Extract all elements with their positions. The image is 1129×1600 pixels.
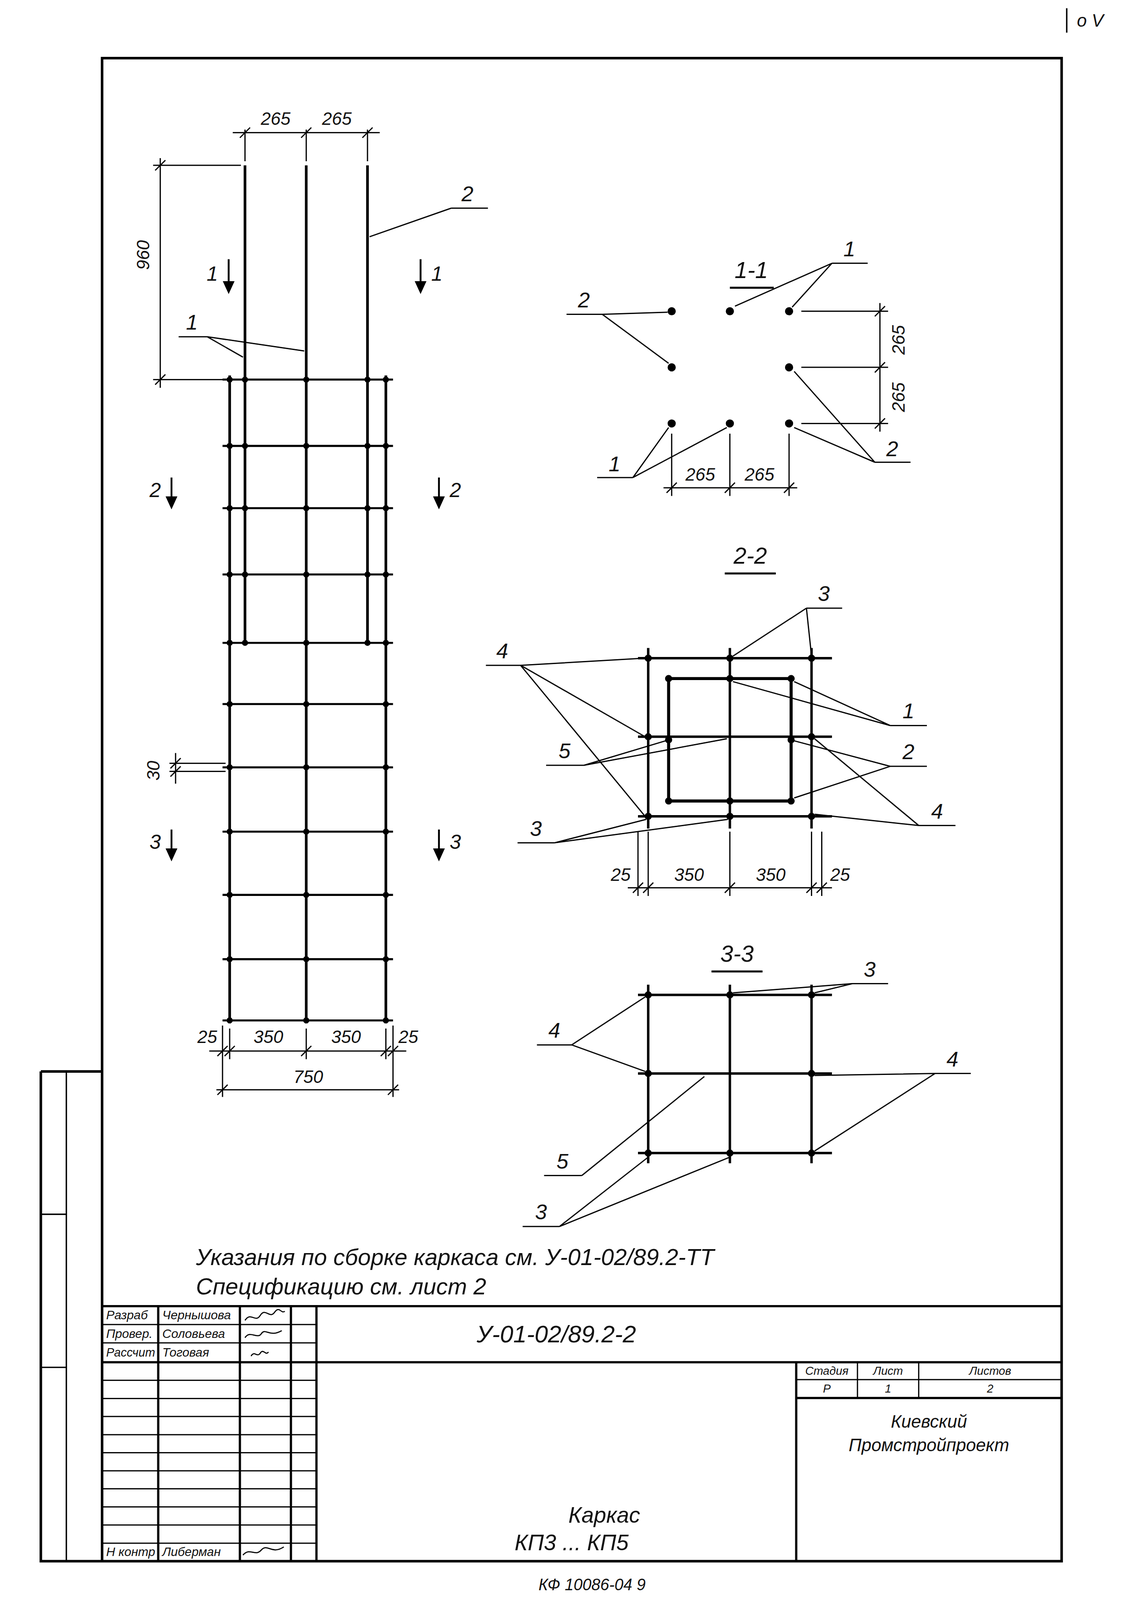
dimension-text: 350 xyxy=(253,1026,284,1048)
drawing-title: Каркас xyxy=(568,1503,641,1529)
side-strip xyxy=(40,7,1067,1562)
callout-number: 2 xyxy=(461,181,474,207)
callout-number: 3 xyxy=(817,582,830,607)
dimension-text: 25 xyxy=(830,864,851,886)
dimension-text: 265 xyxy=(260,108,291,129)
sheet-mark: о V xyxy=(1077,10,1104,31)
weld-point xyxy=(648,995,812,1154)
callout-number: 2 xyxy=(902,740,915,765)
section-mark: 1 xyxy=(206,261,219,286)
title-block-cell: Лист xyxy=(873,1364,903,1379)
dimension-text: 750 xyxy=(293,1066,324,1088)
stirrup xyxy=(222,379,394,1022)
drawing-code: У-01-02/89.2-2 xyxy=(476,1320,637,1349)
title-block-cell: Разраб xyxy=(106,1308,148,1323)
callout-number: 3 xyxy=(534,1200,547,1225)
dimension-text: 265 xyxy=(888,382,909,412)
title-block-cell: Рассчит xyxy=(106,1346,156,1361)
section-mark: 3 xyxy=(449,830,462,854)
leader-line xyxy=(522,983,971,1227)
section-title: 1-1 xyxy=(734,257,768,284)
section-mark: 1 xyxy=(431,261,443,286)
dimension-text: 25 xyxy=(197,1026,218,1048)
callout-number: 1 xyxy=(902,699,915,724)
sheet-frame xyxy=(40,58,1062,1562)
callout-number: 2 xyxy=(578,287,591,313)
callout-number: 4 xyxy=(548,1018,561,1044)
dimension-text: 350 xyxy=(674,864,704,886)
dimension-text: 265 xyxy=(685,464,716,485)
inner-frame xyxy=(668,678,792,802)
dimension-line xyxy=(663,303,888,496)
callout-number: 5 xyxy=(556,1149,569,1174)
dimension-text: 960 xyxy=(132,240,154,271)
dimension-text: 25 xyxy=(398,1026,419,1048)
rebar-section xyxy=(671,311,790,424)
callout-number: 1 xyxy=(843,236,856,262)
dimension-text: 265 xyxy=(322,108,352,129)
dimension-text: 265 xyxy=(888,325,909,356)
section-mark: 2 xyxy=(149,478,161,502)
title-block-cell: Чернышова xyxy=(162,1308,231,1323)
callout-number: 3 xyxy=(863,957,876,982)
callout-number: 4 xyxy=(496,638,509,664)
signature xyxy=(243,1309,285,1556)
weld-point xyxy=(648,658,812,817)
title-block-cell: Тоговая xyxy=(162,1345,209,1361)
title-block-grid xyxy=(102,1306,1062,1562)
weld-point xyxy=(229,379,387,1022)
dimension-text: 30 xyxy=(143,760,164,781)
title-block-cell: Листов xyxy=(969,1364,1012,1379)
leader-line xyxy=(566,263,911,478)
dimension-text: 265 xyxy=(744,464,775,485)
section-mark: 3 xyxy=(149,830,161,854)
rebar xyxy=(638,985,833,1164)
title-block-rows xyxy=(102,1324,1062,1544)
dimension-line xyxy=(153,127,407,1098)
note: Указания по сборке каркаса см. У-01-02/8… xyxy=(195,1244,715,1272)
dimension-text: 350 xyxy=(331,1026,361,1048)
title-block-cell: 2 xyxy=(986,1382,994,1397)
callout-number: 2 xyxy=(886,436,899,462)
title-block-cell: Н контр xyxy=(106,1545,156,1560)
callout-number: 3 xyxy=(530,816,543,842)
rebar xyxy=(638,648,833,830)
section-title: 3-3 xyxy=(720,941,754,968)
title-block-cell: Стадия xyxy=(805,1364,849,1379)
callout-number: 5 xyxy=(558,738,571,764)
title-block-cell: Промстройпроект xyxy=(848,1435,1010,1456)
note: Спецификацию см. лист 2 xyxy=(195,1273,487,1301)
drawing xyxy=(40,7,1067,1562)
section-arrowhead xyxy=(166,281,444,861)
dimension-text: 25 xyxy=(610,864,631,886)
callout-number: 1 xyxy=(186,310,199,335)
section-mark: 2 xyxy=(449,478,462,502)
section-arrow xyxy=(171,259,439,856)
callout-number: 4 xyxy=(946,1047,959,1072)
callout-number: 4 xyxy=(931,799,944,824)
archive-number: КФ 10086-04 9 xyxy=(538,1575,646,1595)
dimension-line xyxy=(627,831,832,897)
title-block-cell: Либерман xyxy=(162,1545,221,1560)
title-block-cell: Соловьева xyxy=(162,1327,225,1342)
leader-line xyxy=(486,608,956,843)
section-title: 2-2 xyxy=(733,542,767,570)
dimension-text: 350 xyxy=(755,864,786,886)
title-block-cell: Провер. xyxy=(106,1327,153,1342)
callout-number: 1 xyxy=(608,452,621,477)
title-block-cell: Р xyxy=(822,1382,831,1397)
drawing-title: КП3 ... КП5 xyxy=(514,1530,629,1557)
title-block-cell: 1 xyxy=(885,1382,892,1397)
title-block-cell: Киевский xyxy=(890,1411,967,1433)
